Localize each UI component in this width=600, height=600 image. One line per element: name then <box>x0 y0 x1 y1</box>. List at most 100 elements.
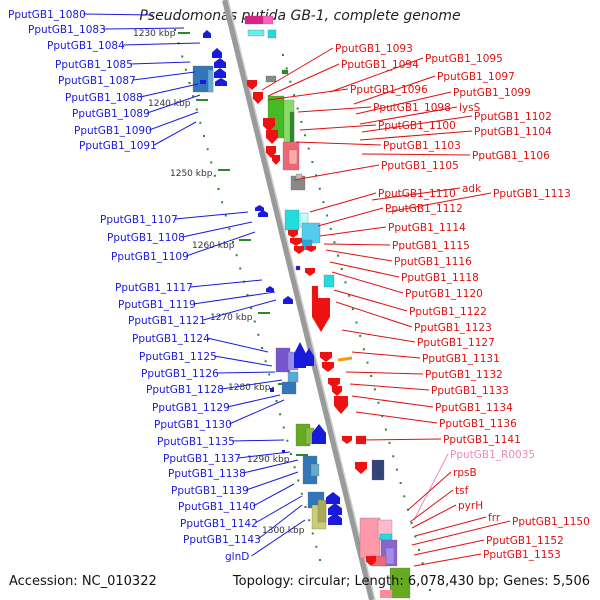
outer-dot-track <box>337 254 340 257</box>
map-title: Pseudomonas putida GB-1, complete genome <box>139 8 461 24</box>
right-leader-line <box>317 207 384 227</box>
gene-block <box>385 547 395 565</box>
scale-tick-label: 1280 kbp <box>228 383 271 393</box>
gene-arrow-reverse <box>332 386 342 396</box>
right-leader-line <box>341 329 416 343</box>
left-leader-line <box>182 221 253 238</box>
right-leader-line <box>325 249 393 262</box>
left-gene-label: glnD <box>225 551 249 563</box>
gene-block <box>288 149 298 165</box>
right-gene-label: PputGB1_1095 <box>425 53 503 65</box>
left-gene-label: PputGB1_1125 <box>139 351 217 363</box>
right-gene-label: PputGB1_1103 <box>383 140 461 152</box>
outer-dot-track <box>340 268 343 270</box>
gene-arrow-reverse <box>366 556 376 566</box>
left-leader-line <box>257 504 303 540</box>
outer-dot-track <box>359 334 362 337</box>
inner-dot-track <box>239 267 242 270</box>
right-leader-line <box>351 395 434 408</box>
gene-block <box>281 69 289 75</box>
inner-dot-track <box>232 241 234 243</box>
outer-dot-track <box>285 67 288 70</box>
left-leader-line <box>228 399 285 425</box>
gene-block <box>244 15 264 25</box>
right-gene-label: tsf <box>455 485 469 497</box>
gene-block <box>310 463 320 477</box>
gene-block <box>262 15 274 25</box>
gene-block <box>295 173 303 181</box>
left-gene-label: PputGB1_1138 <box>168 468 246 480</box>
inner-dot-track <box>275 400 278 402</box>
left-leader-line <box>246 471 299 491</box>
right-gene-label: rpsB <box>453 467 477 479</box>
left-leader-line <box>190 279 263 288</box>
gene-arrow-forward <box>294 342 306 368</box>
left-leader-line <box>149 111 199 131</box>
gene-arrow-forward <box>328 503 342 515</box>
right-leader-line <box>359 130 473 141</box>
left-leader-line <box>193 291 276 305</box>
gene-block <box>371 459 385 481</box>
inner-dot-track <box>268 373 271 376</box>
right-gene-label: PputGB1_1096 <box>350 84 428 96</box>
left-leader-line <box>251 519 306 557</box>
outer-dot-track <box>289 80 292 83</box>
genome-summary-text: Topology: circular; Length: 6,078,430 bp… <box>232 574 590 589</box>
gene-arrow-reverse <box>305 268 315 276</box>
gene-block <box>284 209 300 231</box>
inner-dot-track <box>319 559 321 561</box>
right-gene-label: PputGB1_1099 <box>453 87 531 99</box>
right-leader-line <box>413 553 482 567</box>
inner-dot-track <box>235 254 238 257</box>
gene-block <box>359 517 381 559</box>
right-leader-line <box>309 192 377 213</box>
inner-dot-track <box>181 55 184 58</box>
right-leader-line <box>345 371 424 375</box>
inner-dot-track <box>297 479 300 482</box>
features-layer <box>192 15 411 599</box>
right-leader-line <box>329 57 424 93</box>
inner-dot-track <box>286 439 289 442</box>
left-gene-label: PputGB1_1130 <box>154 419 232 431</box>
inner-dot-track <box>217 188 220 190</box>
left-gene-label: PputGB1_1108 <box>107 232 185 244</box>
right-gene-label: PputGB1_1116 <box>394 256 472 268</box>
right-gene-label: PputGB1_1122 <box>409 306 487 318</box>
gene-arrow-reverse <box>253 92 263 104</box>
right-leader-line <box>411 520 511 546</box>
inner-dot-track <box>304 506 307 508</box>
right-leader-line <box>349 383 430 391</box>
scale-tick-label: 1260 kbp <box>192 241 235 251</box>
right-gene-label: PputGB1_1131 <box>422 353 500 365</box>
left-gene-label: PputGB1_1124 <box>132 333 210 345</box>
right-leader-line <box>295 141 382 146</box>
outer-dot-track <box>296 107 299 110</box>
left-gene-label: PputGB1_1129 <box>152 402 230 414</box>
outer-dot-track <box>307 147 310 150</box>
left-gene-label: PputGB1_1090 <box>74 125 152 137</box>
outer-dot-track <box>392 455 395 458</box>
left-gene-label: PputGB1_1087 <box>58 75 136 87</box>
right-leader-line <box>261 47 334 91</box>
left-leader-line <box>254 495 303 524</box>
gene-block <box>389 567 411 599</box>
left-leader-line <box>103 27 185 30</box>
left-gene-label: PputGB1_1083 <box>28 24 106 36</box>
right-leader-line <box>355 411 438 424</box>
left-gene-label: PputGB1_1143 <box>183 534 261 546</box>
outer-dot-track <box>355 321 358 324</box>
left-leader-line <box>214 355 273 367</box>
left-leader-line <box>140 83 199 98</box>
right-gene-label: PputGB1_1134 <box>435 402 513 414</box>
gene-arrow-forward <box>312 424 326 444</box>
gene-block <box>311 285 319 301</box>
outer-dot-track <box>381 415 384 418</box>
gene-block <box>247 29 265 37</box>
gene-arrow-forward <box>283 296 293 304</box>
gene-arrow-reverse <box>320 352 332 362</box>
outer-dot-track <box>329 227 332 230</box>
gene-arrow-forward <box>214 58 226 68</box>
inner-dot-track <box>293 466 296 469</box>
left-gene-label: PputGB1_1140 <box>178 501 256 513</box>
left-gene-label: PputGB1_1137 <box>163 453 241 465</box>
